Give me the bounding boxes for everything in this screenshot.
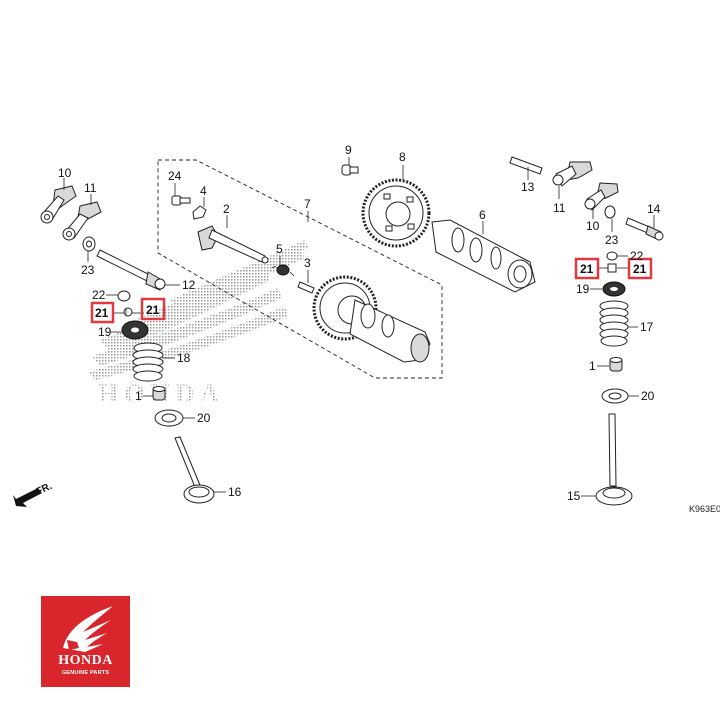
callout-20-left[interactable]: 20 [197, 411, 211, 425]
bolt-24 [171, 195, 191, 206]
plate-4 [192, 205, 207, 220]
camshaft-assembly-outline [157, 159, 443, 379]
callout-5[interactable]: 5 [276, 242, 283, 256]
decomp-shaft-2 [197, 225, 269, 264]
callout-24[interactable]: 24 [168, 169, 182, 183]
callout-17[interactable]: 17 [640, 320, 654, 334]
callout-23-right[interactable]: 23 [605, 233, 619, 247]
spring-5 [271, 264, 295, 277]
callout-2[interactable]: 2 [223, 202, 230, 216]
callout-4[interactable]: 4 [200, 184, 207, 198]
valve-seal-1-left [152, 386, 166, 401]
diagram-code: K963E0 [689, 504, 720, 514]
rocker-shaft-12 [96, 249, 166, 291]
camshaft-6 [431, 219, 536, 293]
callout-15[interactable]: 15 [567, 489, 581, 503]
callout-1-left[interactable]: 1 [135, 389, 142, 403]
callout-8[interactable]: 8 [399, 150, 406, 164]
highlight-box-21-right-b [627, 257, 653, 280]
callout-13[interactable]: 13 [521, 180, 535, 194]
spring-seat-20-right [601, 388, 629, 404]
callout-21-right-b[interactable]: 21 [633, 262, 647, 276]
callout-19-right[interactable]: 19 [576, 282, 590, 296]
callout-23-left[interactable]: 23 [81, 263, 95, 277]
cam-sprocket-8 [361, 178, 431, 248]
callout-14[interactable]: 14 [647, 202, 661, 216]
callout-21-left-b[interactable]: 21 [146, 303, 160, 317]
callout-19-left[interactable]: 19 [98, 325, 112, 339]
retainer-19-right [602, 281, 626, 297]
callout-3[interactable]: 3 [304, 256, 311, 270]
spring-seat-20-left [154, 409, 184, 427]
callout-22-left[interactable]: 22 [92, 288, 106, 302]
retainer-19-left [121, 320, 149, 340]
highlight-box-21-left-b [140, 297, 166, 321]
highlight-box-21-right-a [574, 257, 600, 280]
camshaft-gear-7 [312, 275, 431, 363]
rocker-arm-11-left [62, 201, 102, 241]
callout-10-right[interactable]: 10 [586, 219, 600, 233]
front-label: FR. [35, 481, 54, 498]
callout-21-right-a[interactable]: 21 [580, 262, 594, 276]
front-arrow-icon [13, 488, 42, 507]
front-direction-indicator: FR. [13, 481, 54, 507]
callout-10-left[interactable]: 10 [58, 166, 72, 180]
cotter-21-left [123, 307, 133, 317]
callout-1-right[interactable]: 1 [589, 359, 596, 373]
cap-22-left [117, 290, 131, 302]
rocker-pin-13 [509, 156, 543, 175]
callout-9[interactable]: 9 [345, 143, 352, 157]
callout-20-right[interactable]: 20 [641, 389, 655, 403]
callout-21-left-a[interactable]: 21 [95, 306, 109, 320]
valve-seal-1-right [609, 357, 623, 372]
spring-17-right [599, 300, 629, 347]
logo-subtitle: GENUINE PARTS [61, 670, 110, 676]
rocker-arm-10-right [584, 182, 619, 211]
washer-23-right [604, 205, 616, 219]
honda-genuine-parts-logo: HONDA GENUINE PARTS [41, 596, 130, 687]
callout-11-right[interactable]: 11 [553, 201, 566, 215]
rocker-shaft-14 [625, 217, 664, 241]
callout-16[interactable]: 16 [228, 485, 242, 499]
callout-6[interactable]: 6 [479, 208, 486, 222]
valve-16 [174, 436, 215, 504]
cotter-21-right [607, 263, 617, 273]
callout-11-left[interactable]: 11 [84, 181, 97, 195]
bolt-9 [341, 164, 359, 176]
callout-7[interactable]: 7 [304, 197, 311, 211]
rocker-arm-10-left [40, 185, 77, 224]
callout-labels: 10 11 23 12 22 21 21 19 18 1 20 16 24 4 … [58, 143, 661, 503]
honda-wing-icon [63, 606, 113, 652]
spring-18-left [132, 342, 164, 382]
logo-brand: HONDA [58, 653, 113, 668]
pin-3 [297, 281, 315, 294]
cap-22-right [606, 251, 618, 261]
highlight-box-21-left-a [90, 301, 115, 324]
callout-18[interactable]: 18 [177, 351, 191, 365]
callout-22-right[interactable]: 22 [630, 249, 644, 263]
callout-12[interactable]: 12 [182, 278, 196, 292]
rocker-arm-11-right [552, 161, 593, 187]
valve-15 [595, 413, 633, 506]
